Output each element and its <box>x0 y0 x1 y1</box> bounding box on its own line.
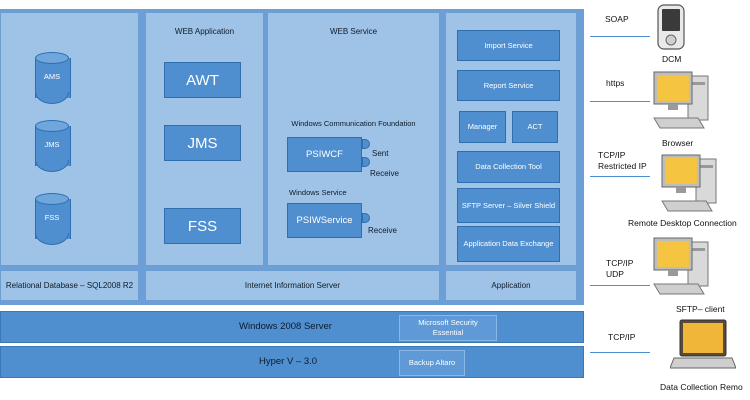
windows-server-bar: Windows 2008 Server Microsoft Security E… <box>0 311 584 343</box>
manager-box: Manager <box>459 111 506 143</box>
connection-line <box>590 101 650 102</box>
database-cylinder-fss: FSS <box>35 193 71 245</box>
web-app-box-jms: JMS <box>164 125 241 161</box>
winsvc-receive-port <box>362 213 370 223</box>
windows-service-title: Windows Service <box>289 188 347 197</box>
device-label-dcm: DCM <box>662 54 682 64</box>
connection-line <box>590 285 650 286</box>
security-essential-box: Microsoft Security Essential <box>399 315 497 341</box>
wcf-receive-label: Receive <box>370 169 399 178</box>
wcf-sent-label: Sent <box>372 149 389 158</box>
database-footer-label: Relational Database – SQL2008 R2 <box>5 281 134 290</box>
connection-line <box>590 36 650 37</box>
laptop-icon <box>669 318 737 374</box>
desktop-computer-icon <box>660 153 718 215</box>
psiwcf-box: PSIWCF <box>287 137 362 172</box>
database-cylinder-ams: AMS <box>35 52 71 104</box>
data-collection-tool-box: Data Collection Tool <box>457 151 560 183</box>
device-label-remote-desktop: Remote Desktop Connection <box>628 218 737 228</box>
application-data-exchange-box: Application Data Exchange <box>457 226 560 262</box>
database-cylinder-jms: JMS <box>35 120 71 172</box>
psiwservice-box: PSIWService <box>287 203 362 238</box>
wcf-sent-port <box>362 139 370 149</box>
iis-footer-label: Internet Information Server <box>244 281 341 290</box>
iis-footer: Internet Information Server <box>145 270 440 301</box>
protocol-label-soap: SOAP <box>605 14 629 24</box>
cylinder-label: AMS <box>43 72 61 81</box>
wcf-receive-port <box>362 157 370 167</box>
connection-line <box>590 352 650 353</box>
application-footer: Application <box>445 270 577 301</box>
import-service-box: Import Service <box>457 30 560 61</box>
application-footer-label: Application <box>491 281 531 290</box>
backup-altaro-box: Backup Altaro <box>399 350 465 376</box>
protocol-label-text: TCP/IP UDP <box>606 258 634 279</box>
phone-icon <box>656 4 686 50</box>
desktop-computer-icon <box>652 70 710 134</box>
protocol-label-text: TCP/IP Restricted IP <box>598 150 647 171</box>
hyperv-bar: Hyper V – 3.0 Backup Altaro <box>0 346 584 378</box>
device-label-data-collection-remote: Data Collection Remo <box>660 382 743 392</box>
protocol-label-tcpip-restricted: TCP/IP Restricted IP <box>598 150 658 172</box>
web-app-box-fss: FSS <box>164 208 241 244</box>
web-application-title: WEB Application <box>174 27 235 36</box>
protocol-label-tcpip-udp: TCP/IP UDP <box>606 258 646 280</box>
backup-altaro-label: Backup Altaro <box>408 358 456 367</box>
cylinder-label: JMS <box>44 140 60 149</box>
sftp-server-box: SFTP Server – Silver Shield <box>457 188 560 223</box>
winsvc-receive-label: Receive <box>368 226 397 235</box>
desktop-computer-icon <box>652 236 710 298</box>
act-box: ACT <box>512 111 558 143</box>
wcf-title: Windows Communication Foundation <box>291 119 416 128</box>
database-footer: Relational Database – SQL2008 R2 <box>0 270 139 301</box>
cylinder-label: FSS <box>44 213 60 222</box>
web-app-box-awt: AWT <box>164 62 241 98</box>
device-label-sftp-client: SFTP– client <box>676 304 725 314</box>
report-service-box: Report Service <box>457 70 560 101</box>
web-service-title: WEB Service <box>329 27 378 36</box>
protocol-label-https: https <box>606 78 625 88</box>
windows-server-label: Windows 2008 Server <box>239 321 332 332</box>
device-label-browser: Browser <box>662 138 694 148</box>
connection-line <box>590 176 650 177</box>
security-essential-label: Microsoft Security Essential <box>418 318 478 337</box>
hyperv-label: Hyper V – 3.0 <box>259 356 318 367</box>
protocol-label-tcpip: TCP/IP <box>608 332 636 342</box>
